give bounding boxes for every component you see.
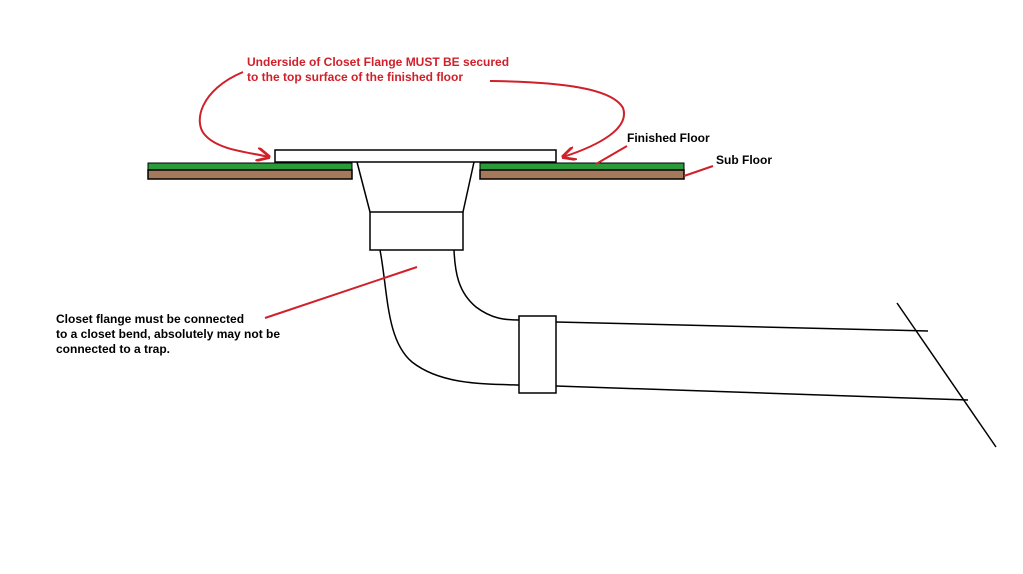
drain-pipe-top (555, 321, 929, 332)
sub-floor-label: Sub Floor (716, 153, 772, 167)
sub-floor-leader (683, 165, 714, 177)
sub-floor-left (147, 169, 353, 180)
finished-floor-right (479, 162, 685, 171)
drain-pipe-bottom (555, 385, 969, 401)
closet-bend-outer (379, 249, 520, 386)
pipe-break-line (896, 302, 997, 448)
bend-note-leader (264, 266, 418, 319)
right-curved-arrow (489, 80, 626, 157)
finished-floor-label: Finished Floor (627, 131, 710, 145)
bend-note: Closet flange must be connected to a clo… (56, 312, 280, 357)
finished-floor-leader (595, 145, 628, 165)
bend-note-line2: to a closet bend, absolutely may not be (56, 327, 281, 341)
flange-note-line2: to the top surface of the finished floor (247, 70, 463, 84)
bend-top-hub (369, 211, 464, 251)
bend-note-line1: Closet flange must be connected (56, 312, 245, 326)
pipe-coupling (518, 315, 557, 394)
sub-floor-right (479, 169, 685, 180)
flange-note: Underside of Closet Flange MUST BE secur… (247, 55, 509, 85)
left-curved-arrow (198, 71, 269, 157)
bend-note-line3: connected to a trap. (56, 342, 171, 356)
flange-body (356, 161, 475, 213)
flange-note-line1: Underside of Closet Flange MUST BE secur… (247, 55, 510, 69)
closet-flange-plate (274, 149, 557, 163)
finished-floor-left (147, 162, 353, 171)
closet-bend-inner (453, 249, 520, 321)
